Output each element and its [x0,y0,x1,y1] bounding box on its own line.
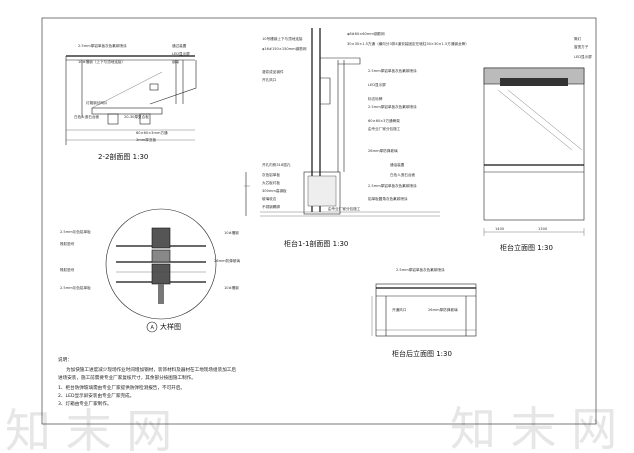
notes-line-3: 2、LED显示屏安装由专业厂家完成。 [58,392,134,399]
elev-title: 柜台立面图 1:30 [500,243,553,252]
elev-label-1: 窗宽方子 [574,44,589,49]
detail-label-3: 2.5mm灰色铝单板 [60,285,91,290]
s22-label-1: 10#槽钢（上下与顶地连接） [78,59,125,64]
back-label-0: 2.5mm厚铝单板灰色氟碳喷涂 [396,267,445,272]
s11-label-20: 300mm高钢板 [262,188,287,193]
s11-label-12: 白色人造石台面 [390,172,416,177]
notes-line-0: 为加快施工进度减少现场作业时间增加钢材，装饰材料及器材在工地现场组装加工后 [66,366,236,373]
elev-label-2: LED显示屏 [574,55,592,59]
s11-label-1: φ16#150×150mm钢筋网 [262,46,307,51]
back-title: 柜台后立面图 1:30 [392,349,452,358]
s11-label-11: 通话装置 [390,162,405,167]
s22-label-2: 通过装置 [172,43,187,48]
s11-label-7: 2.5mm厚铝单板灰色氟碳喷涂 [368,104,417,109]
s22-title: 2-2剖面图 1:30 [98,152,148,161]
s11-label-6: 标志标牌 [368,96,383,101]
s22-label-3: LED显示屏 [172,52,190,56]
s11-label-8: 60×60×3方通骨架 [368,118,400,123]
s11-label-5: LED显示屏 [368,83,386,87]
s22-label-5: 灯箱钢丝网片 [86,100,108,105]
s11-label-19: 大芯板衬板 [262,180,280,185]
s22-label-4: 钢架 [172,59,180,64]
back-label-1: 开通风口 [392,307,407,312]
watermark: 知 末 网 [5,404,172,453]
elev-dim-1: 1300 [538,227,548,231]
s11-label-17: 开孔内侧318插孔 [262,162,291,167]
s11-label-9: 由专业厂家分包施工 [368,126,401,131]
s22-label-8: 60×60×3mm方通 [136,130,168,135]
notes-line-1: 进场安装，施工前需要专业厂家复核尺寸，其余部分按图施工制作。 [58,374,196,381]
s22-label-7: 20-30厚复合板 [124,114,149,119]
elev-label-0: 筒灯 [574,36,582,41]
elev-dim-0: 1400 [495,227,505,231]
s22-label-9: 3mm厚亚板 [136,137,156,142]
s11-label-4: 2.5mm厚铝单板灰色氟碳喷涂 [368,68,417,73]
back-elevation: 2.5mm厚铝单板灰色氟碳喷涂 开通风口 26mm厚防弹玻璃 柜台后立面图 1:… [371,267,477,358]
notes-line-4: 3、灯箱由专业厂家制作。 [58,400,111,407]
s22-label-0: 2.5mm厚铝单板灰色氟碳喷涂 [78,43,127,48]
s11-label-3: 30×30×1.5方通（横向分3排4道安装固定在墙柱30×30×1.5方通钢龙骨… [347,41,469,46]
notes: 说明： 为加快施工进度减少现场作业时间增加钢材，装饰材料及器材在工地现场组装加工… [58,356,236,407]
detail-label-1: 橡胶垫块 [60,241,75,246]
section-1-1: 10号槽钢上下与顶地连接 φ16#150×150mm钢筋网 φ8#60×60mm… [244,28,469,248]
detail-a: 2.5mm灰色铝单板 橡胶垫块 橡胶垫块 2.5mm灰色铝单板 10#槽钢 26… [60,208,240,333]
notes-line-2: 1、柜台防弹玻璃需由专业厂家提供防弹检测报告，不可开启。 [58,384,185,391]
s11-title: 柜台1-1剖面图 1:30 [284,239,348,248]
s11-label-2: φ8#60×60mm钢筋网 [347,31,385,36]
s11-label-18: 灰色铝单板 [262,172,280,177]
back-label-2: 26mm厚防弹玻璃 [428,307,458,312]
detail-label-6: 10#槽钢 [224,285,239,290]
s11-label-23: 由专业厂家分包施工 [328,206,361,211]
detail-label-2: 橡胶垫块 [60,267,75,272]
s11-label-15: 灌浆成品钢件 [262,69,284,74]
s11-label-21: 玻璃收边 [262,196,277,201]
s11-label-0: 10号槽钢上下与顶地连接 [262,36,303,41]
detail-label-4: 10#槽钢 [224,230,239,235]
s11-label-16: 开孔风口 [262,77,277,82]
section-2-2: 2.5mm厚铝单板灰色氟碳喷涂 10#槽钢（上下与顶地连接） 通过装置 LED显… [65,43,197,161]
s11-label-22: 不锈钢踢脚 [262,204,280,209]
sheet-border [41,17,597,425]
s11-label-13: 2.5mm厚铝单板灰色氟碳喷涂 [368,183,417,188]
detail-label-5: 26mm防弹玻璃 [214,258,240,263]
s11-label-10: 26mm厚防弹玻璃 [368,148,398,153]
s22-label-6: 白色人造石台面 [74,114,100,119]
front-elevation: 筒灯 窗宽方子 LED显示屏 1400 1300 柜台立面图 1:30 [483,36,592,252]
notes-heading: 说明： [58,356,72,363]
s11-label-14: 铝单板圆角灰色氟碳喷涂 [368,196,408,201]
detail-marker: A [151,325,155,331]
detail-title: 大样图 [160,322,181,331]
watermark-right: 知 末 网 [450,402,617,453]
detail-label-0: 2.5mm灰色铝单板 [60,229,91,234]
